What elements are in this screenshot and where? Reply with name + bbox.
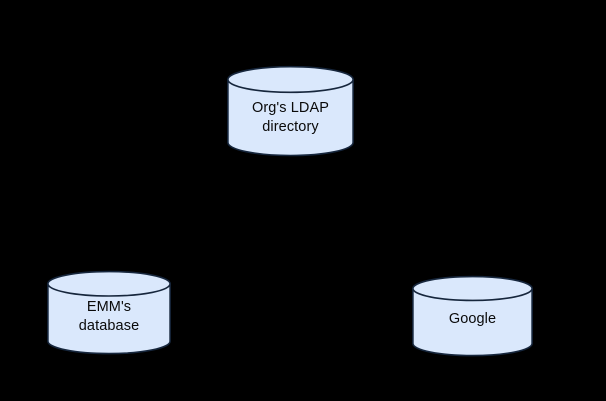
node-orgs-ldap-directory[interactable]: Org's LDAP directory bbox=[227, 65, 354, 157]
cylinder-icon bbox=[47, 270, 171, 355]
cylinder-icon bbox=[412, 275, 533, 357]
node-google[interactable]: Google bbox=[412, 275, 533, 357]
node-emms-database[interactable]: EMM's database bbox=[47, 270, 171, 355]
cylinder-icon bbox=[227, 65, 354, 157]
